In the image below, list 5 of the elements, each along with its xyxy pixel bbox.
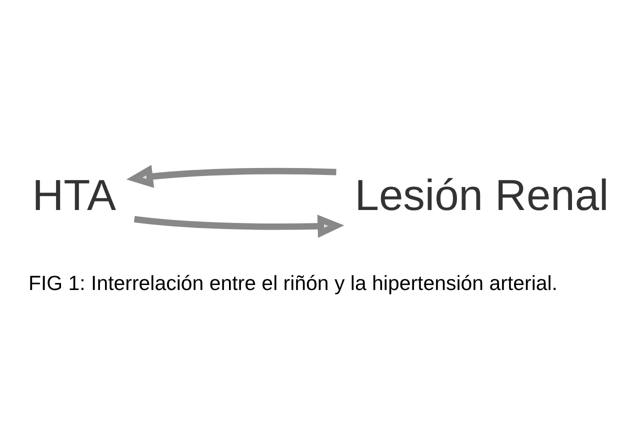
node-text: Lesión Renal <box>354 172 609 220</box>
arrow <box>126 164 336 188</box>
arrow <box>134 214 344 238</box>
caption: FIG 1: Interrelación entre el riñón y la hipertensión arterial. <box>28 272 558 296</box>
node-text: HTA <box>32 172 116 220</box>
